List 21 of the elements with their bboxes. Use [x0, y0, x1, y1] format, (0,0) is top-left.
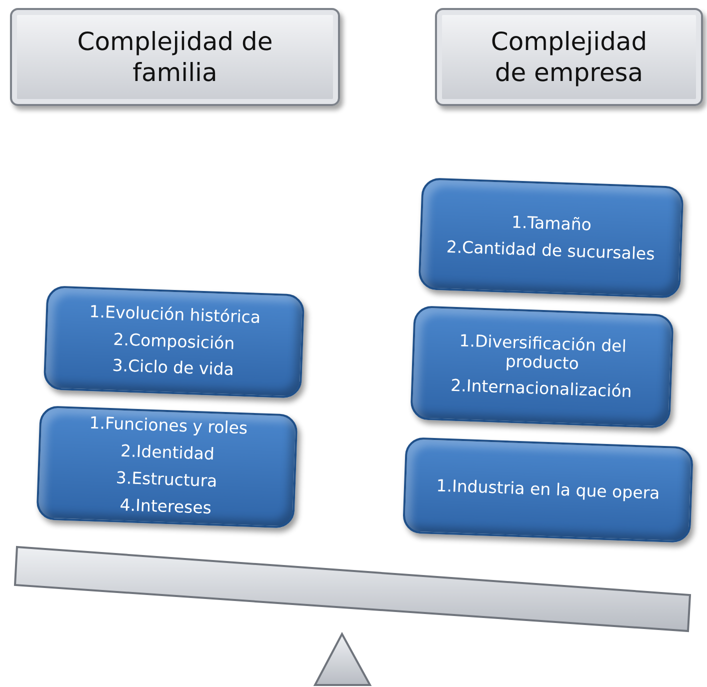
factor-box [43, 286, 305, 398]
heading-text: Complejidad de familia [76, 26, 274, 88]
factor-box [410, 306, 674, 428]
list-item-text: 2.Composición [113, 330, 235, 354]
list-item-text: 1.Evolución histórica [89, 302, 261, 328]
list-item-text: 3.Estructura [116, 469, 218, 492]
factor-box [418, 177, 684, 299]
list-item-text: 4.Intereses [119, 496, 212, 518]
list-item-text: 1.Tamaño [511, 214, 592, 236]
factor-box [402, 437, 694, 543]
factor-box [36, 406, 298, 528]
heading-box [10, 8, 340, 106]
list-item-text: 2.Internacionalización [450, 377, 632, 403]
list-item-text: 2.Identidad [120, 442, 215, 465]
list-item-text: 1.Diversificación del producto [458, 330, 628, 375]
list-item-text: 3.Ciclo de vida [112, 357, 234, 381]
list-item-text: 1.Industria en la que opera [436, 476, 660, 504]
list-item-text: 2.Cantidad de sucursales [446, 238, 656, 265]
list-item-text: 1.Funciones y roles [88, 414, 248, 439]
heading-box [435, 8, 703, 106]
heading-text: Complejidad de empresa [490, 26, 648, 88]
